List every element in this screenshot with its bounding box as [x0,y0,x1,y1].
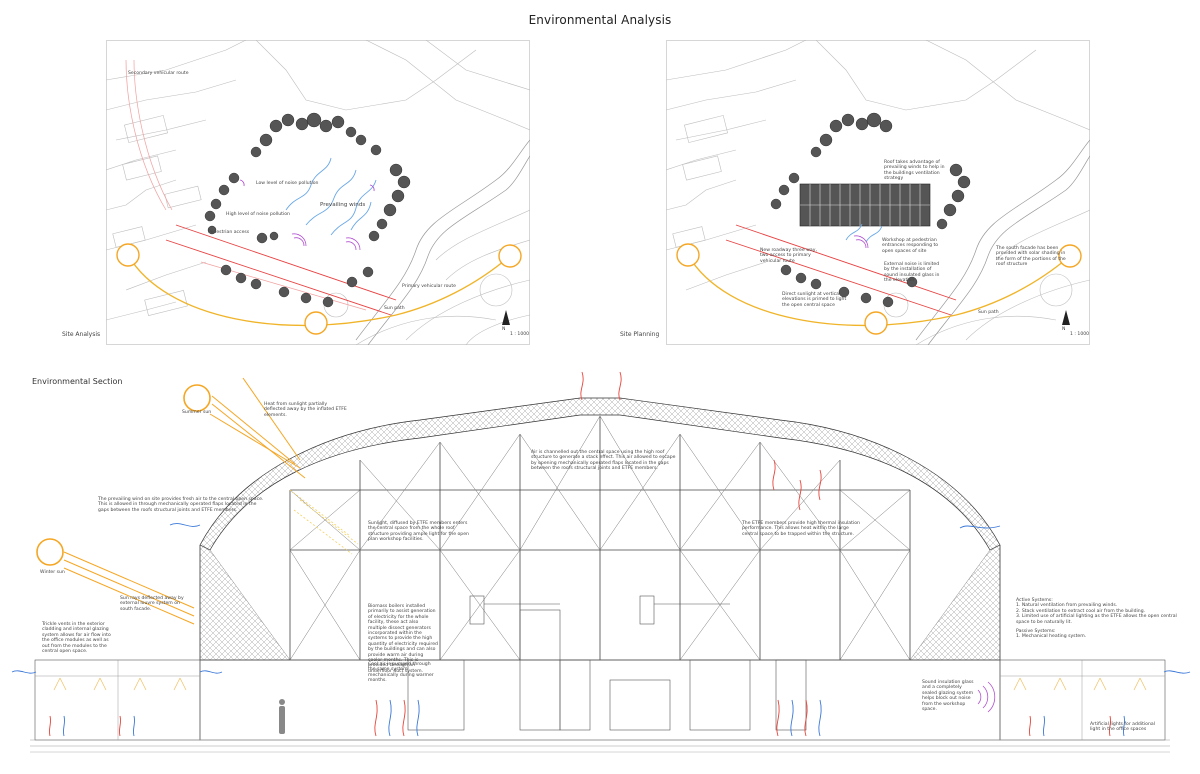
scale-label: 1 : 1000 [510,332,530,337]
site-planning-map [666,40,1090,345]
north-label: N [502,327,506,332]
page-title: Environmental Analysis [528,13,672,27]
sun-rays-note: Sun rays deflected away by external louv… [120,596,184,612]
site-analysis-map [106,40,530,345]
noise-high-note: High level of noise pollution [226,212,290,217]
active-system-2: 2. Stack ventilation to extract cool air… [1016,608,1146,614]
scale-label-2: 1 : 1000 [1070,332,1090,337]
active-system-3: 3. Limited use of artificial lighting as… [1016,614,1177,625]
active-system-1: 1. Natural ventilation from prevailing w… [1016,603,1118,609]
building-roof-plan [799,183,931,227]
site-analysis-panel: Secondary vehicular route Low level of n… [106,40,530,345]
site-analysis-label: Site Analysis [62,331,101,338]
acoustic-note: Workshop at pedestrian entrances respond… [882,238,939,254]
north-label-2: N [1062,327,1066,332]
environmental-section-label: Environmental Section [32,377,123,386]
site-planning-panel: Roof takes advantage of prevailing winds… [666,40,1090,345]
etfe-note: The ETFE members provide high thermal in… [742,521,860,537]
active-systems-title: Active Systems: [1016,598,1053,603]
trickle-vents-note: Trickle vents in the exterior cladding a… [42,622,111,655]
new-road-note: New roadway three way, two access to pri… [760,248,817,264]
sound-insulation-note: Sound insulation glass and a completely … [922,680,974,713]
passive-system-1: 1. Mechanical heating system. [1016,634,1087,640]
prevailing-wind-note: The prevailing wind on site provides fre… [98,497,264,513]
shading-note: The south facade has been provided with … [996,246,1066,268]
noise-low-note: Low level of noise pollution [256,181,319,186]
pedestrian-note: Pedestrian access [208,230,250,235]
biomass-note: Biomass boilers installed primarily to a… [368,604,438,674]
artificial-lights-note: Artificial lights for additional light i… [1090,722,1155,733]
passive-systems-title: Passive Systems: [1016,629,1056,635]
direct-sunlight-note: Direct sunlight at vertical elevations i… [782,292,847,308]
roof-note: Roof takes advantage of prevailing winds… [884,160,945,182]
prevailing-winds-note: Prevailing winds [320,202,366,208]
winter-sun-label: Winter sun [40,570,65,575]
external-noise-note: External noise is limited by the install… [884,262,940,284]
site-planning-label: Site Planning [620,331,660,338]
summer-sun-label: Summer sun [182,410,212,415]
cool-air-note: Cool air is pumped through the same syst… [368,662,434,684]
secondary-road-note: Secondary vehicular route [128,71,189,76]
environmental-section [0,360,1200,774]
sun-path-note-2: Sun path [978,310,999,315]
sun-path-note: Sun path [384,306,405,311]
primary-road-note: Primary vehicular route [402,284,456,289]
air-channel-note: Air is channelled out the central space … [531,450,676,472]
systems-list: Active Systems: 1. Natural ventilation f… [1016,598,1184,640]
sunlight-note: Sunlight, diffused by ETFE members enter… [368,521,469,543]
heat-note: Heat from sunlight partially deflected a… [264,402,347,418]
